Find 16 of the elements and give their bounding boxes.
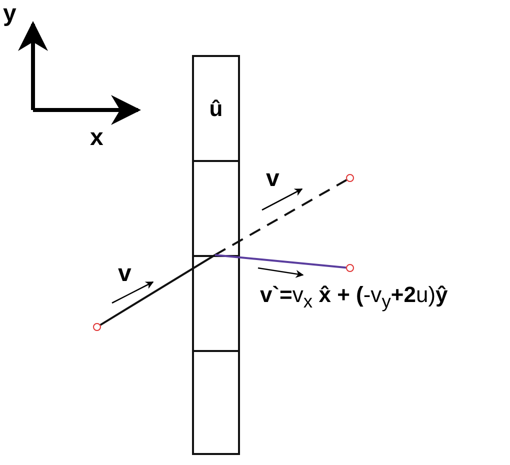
unit-vector-label: û: [209, 96, 223, 122]
point-marker: [93, 323, 101, 331]
bar-segment: [192, 255, 240, 352]
bar-segment: [192, 160, 240, 257]
velocity-formula: v`=v$_{x}$ x̂ + (-v$_{y}$+2u)ŷ: [260, 282, 448, 312]
point-marker: [346, 264, 354, 272]
dashed-line: [214, 179, 348, 256]
velocity-label: v: [118, 260, 132, 288]
trajectory-line: [214, 254, 346, 269]
point-marker: [346, 174, 354, 182]
bar-segment: [192, 350, 240, 455]
bar-segment: [192, 55, 240, 162]
velocity-label: v: [266, 165, 280, 193]
trajectory-line: [100, 254, 216, 326]
axis-label: x: [90, 124, 104, 152]
axis-label: y: [3, 0, 16, 28]
